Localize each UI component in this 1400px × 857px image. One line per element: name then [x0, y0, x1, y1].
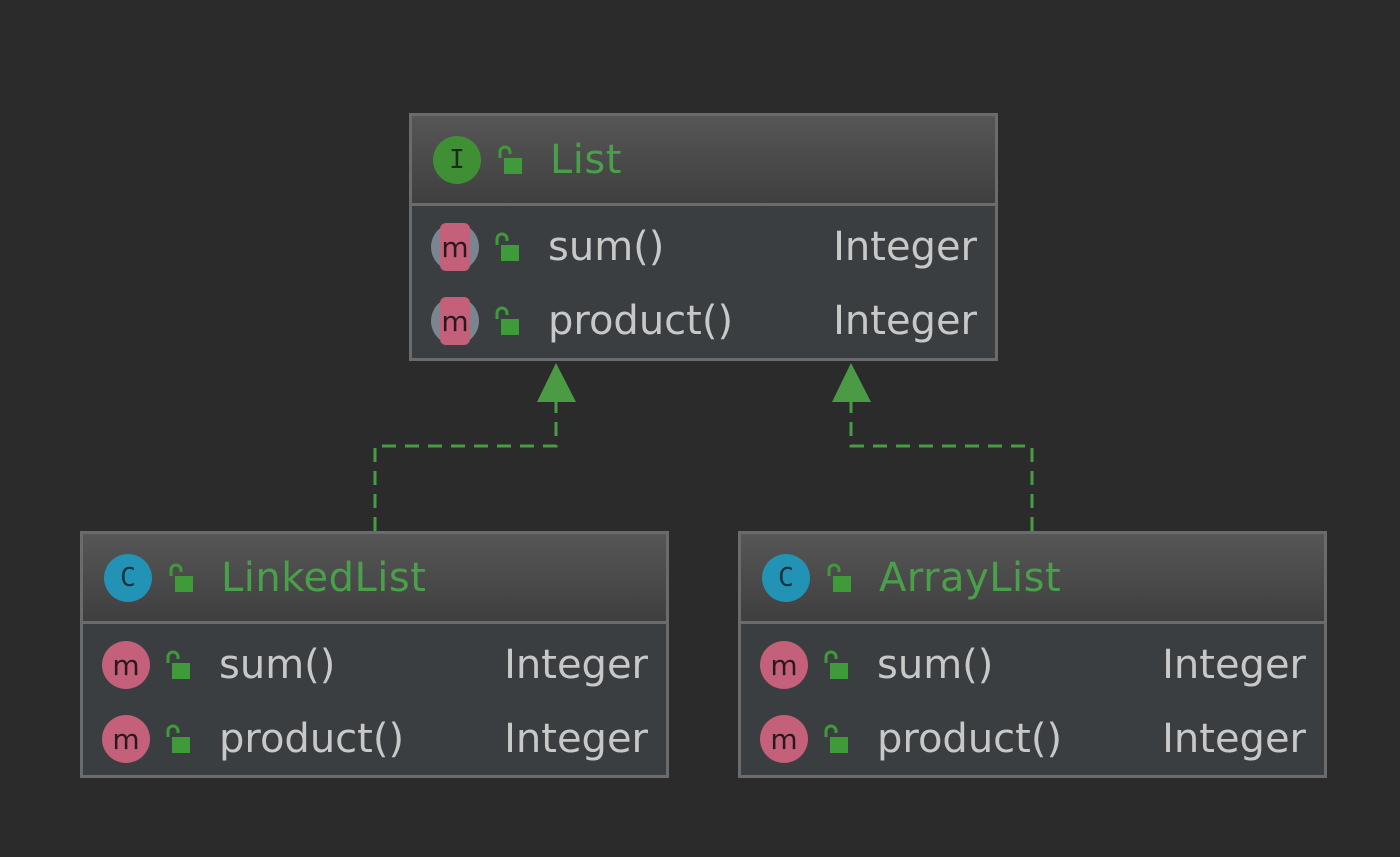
method-row[interactable]: m product() Integer: [83, 702, 666, 776]
realization-linkedlist-to-list: [373, 363, 576, 531]
method-icon: m: [760, 715, 808, 763]
method-row[interactable]: m sum() Integer: [741, 628, 1324, 702]
method-icon-letter: m: [112, 722, 140, 756]
method-return-type: Integer: [504, 716, 648, 762]
method-icon: m: [102, 715, 150, 763]
class-name: ArrayList: [879, 554, 1062, 601]
method-icon-letter: m: [441, 230, 469, 264]
method-icon-letter: m: [770, 648, 798, 682]
arrowhead-arraylist: [832, 363, 871, 402]
public-lock-icon: [495, 306, 519, 335]
method-name: product(): [219, 716, 405, 762]
method-row[interactable]: m product() Integer: [741, 702, 1324, 776]
public-lock-icon: [495, 232, 519, 261]
method-return-type: Integer: [833, 298, 977, 344]
connector-line-linkedlist: [373, 402, 558, 531]
method-icon-letter: m: [112, 648, 140, 682]
method-icon: m: [760, 641, 808, 689]
member-list: m sum() Integer m product() Integer: [412, 206, 995, 358]
method-return-type: Integer: [833, 224, 977, 270]
abstract-method-icon: m: [431, 297, 479, 345]
class-header: I List: [412, 116, 995, 206]
class-icon: C: [104, 553, 152, 602]
method-name: sum(): [877, 642, 994, 688]
method-name: product(): [877, 716, 1063, 762]
class-icon-letter: C: [120, 562, 136, 593]
interface-icon-letter: I: [449, 144, 465, 175]
method-row[interactable]: m sum() Integer: [83, 628, 666, 702]
public-lock-icon: [166, 724, 190, 753]
method-name: sum(): [219, 642, 336, 688]
public-lock-icon: [827, 563, 851, 592]
method-name: sum(): [548, 224, 665, 270]
abstract-method-icon: m: [431, 223, 479, 271]
method-icon-letter: m: [441, 304, 469, 338]
public-lock-icon: [824, 724, 848, 753]
class-name: LinkedList: [221, 554, 427, 601]
class-linkedlist-box[interactable]: C LinkedList m sum() Integer m: [80, 531, 669, 778]
public-lock-icon: [824, 650, 848, 679]
method-return-type: Integer: [1162, 642, 1306, 688]
class-icon-letter: C: [778, 562, 794, 593]
class-header: C ArrayList: [741, 534, 1324, 624]
public-lock-icon: [166, 650, 190, 679]
class-icon: C: [762, 553, 810, 602]
public-lock-icon: [498, 145, 522, 174]
interface-icon: I: [433, 135, 481, 184]
method-icon: m: [102, 641, 150, 689]
method-name: product(): [548, 298, 734, 344]
class-arraylist-box[interactable]: C ArrayList m sum() Integer m: [738, 531, 1327, 778]
method-row[interactable]: m product() Integer: [412, 284, 995, 358]
method-row[interactable]: m sum() Integer: [412, 210, 995, 284]
method-icon-letter: m: [770, 722, 798, 756]
connector-line-arraylist: [849, 402, 1034, 531]
method-return-type: Integer: [504, 642, 648, 688]
member-list: m sum() Integer m product() Integer: [741, 624, 1324, 776]
member-list: m sum() Integer m product() Integer: [83, 624, 666, 776]
public-lock-icon: [169, 563, 193, 592]
class-header: C LinkedList: [83, 534, 666, 624]
realization-arraylist-to-list: [832, 363, 1034, 531]
method-return-type: Integer: [1162, 716, 1306, 762]
arrowhead-linkedlist: [537, 363, 576, 402]
class-name: List: [550, 136, 622, 183]
interface-list-box[interactable]: I List m sum() Integer m: [409, 113, 998, 361]
